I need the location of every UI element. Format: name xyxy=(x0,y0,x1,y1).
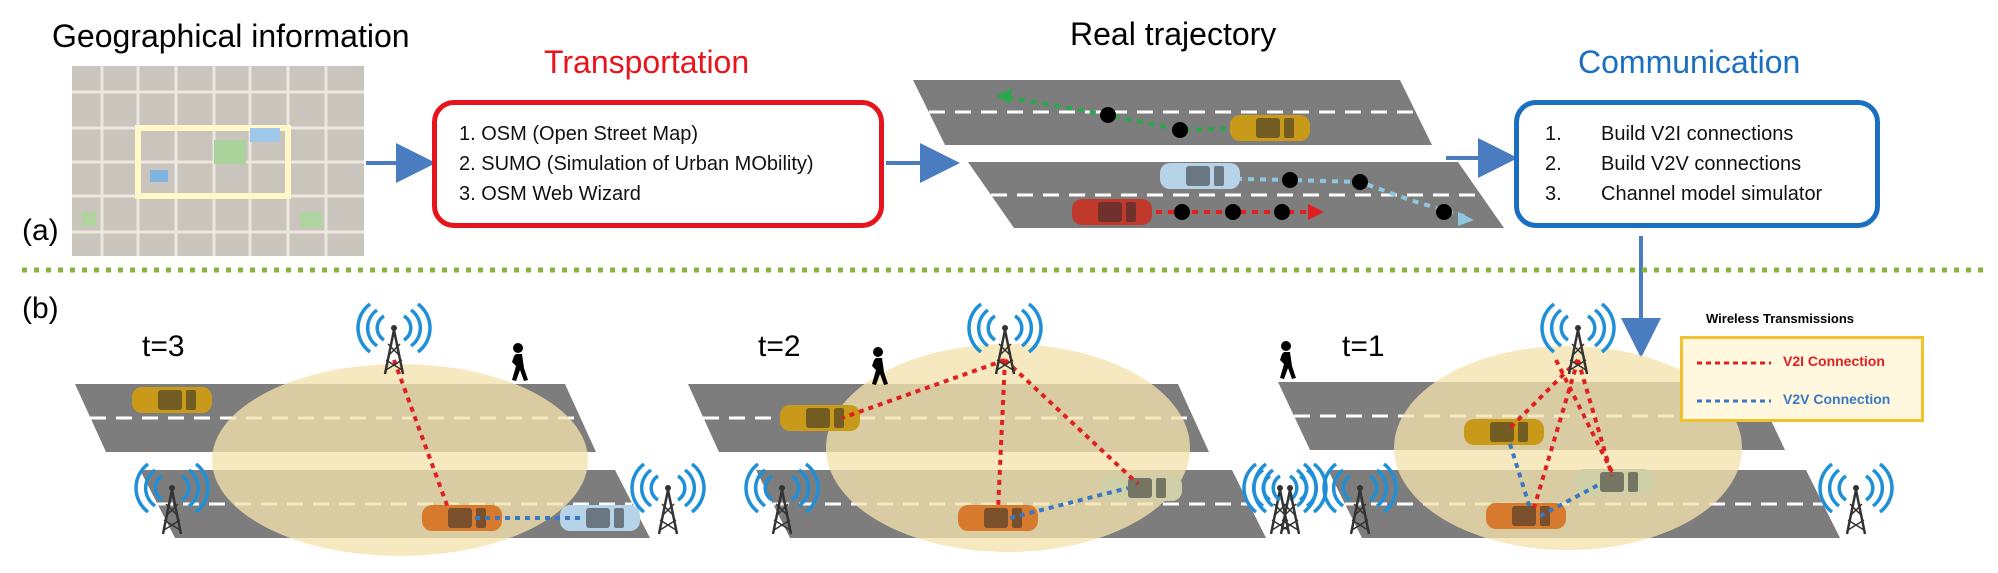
car-red xyxy=(1072,199,1152,225)
trajectory-point xyxy=(1282,172,1298,188)
trajectory-point xyxy=(1100,107,1116,123)
time-label-t2: t=2 xyxy=(758,330,801,363)
legend-v2i-label: V2I Connection xyxy=(1783,353,1885,369)
trajectory-road-top xyxy=(913,80,1432,145)
trajectory-point xyxy=(1352,174,1368,190)
transportation-item: 3. OSM Web Wizard xyxy=(459,183,641,205)
communication-item-text: Channel model simulator xyxy=(1601,183,1823,205)
communication-title: Communication xyxy=(1578,44,1801,80)
scene-t1 xyxy=(1252,302,1894,550)
transportation-item: 1. OSM (Open Street Map) xyxy=(459,123,698,145)
transportation-title: Transportation xyxy=(544,44,750,80)
geo-title: Geographical information xyxy=(52,18,410,54)
trajectory-light-blue-arrowhead xyxy=(1458,212,1474,226)
trajectory-point xyxy=(1225,204,1241,220)
trajectory-point xyxy=(1274,204,1290,220)
time-label-t3: t=3 xyxy=(142,330,185,363)
scene-t3 xyxy=(75,302,706,556)
time-label-t1: t=1 xyxy=(1342,330,1385,363)
communication-box: 1. Build V2I connections 2. Build V2V conn… xyxy=(1514,100,1880,228)
legend-box: V2I Connection V2V Connection xyxy=(1680,336,1924,422)
communication-item-number: 3. xyxy=(1545,183,1562,205)
communication-item: 3. Channel model simulator xyxy=(1545,179,1875,209)
communication-item: 1. Build V2I connections xyxy=(1545,119,1875,149)
communication-item-text: Build V2I connections xyxy=(1601,123,1794,145)
legend-swatches xyxy=(1697,361,1771,403)
panel-b-label: (b) xyxy=(22,292,59,325)
legend-title-text: Wireless Transmissions xyxy=(1706,311,1855,326)
trajectory-point xyxy=(1174,204,1190,220)
transportation-box: 1. OSM (Open Street Map) 2. SUMO (Simula… xyxy=(432,100,884,228)
trajectory-title: Real trajectory xyxy=(1070,16,1277,52)
transportation-item: 2. SUMO (Simulation of Urban MObility) xyxy=(459,153,814,175)
car-light-blue xyxy=(1160,163,1240,189)
communication-item: 2. Build V2V connections xyxy=(1545,149,1875,179)
geo-map-thumbnail xyxy=(72,66,364,256)
communication-item-number: 1. xyxy=(1545,123,1562,145)
legend-v2v-label: V2V Connection xyxy=(1783,391,1891,407)
trajectory-point xyxy=(1436,204,1452,220)
trajectory-point xyxy=(1172,122,1188,138)
car-yellow xyxy=(1230,115,1310,141)
panel-a-label: (a) xyxy=(22,214,59,247)
scene-t2 xyxy=(688,302,1318,552)
communication-item-number: 2. xyxy=(1545,153,1562,175)
communication-item-text: Build V2V connections xyxy=(1601,153,1802,175)
trajectory-red-arrowhead xyxy=(1308,204,1324,220)
trajectory-green-arrowhead xyxy=(996,88,1012,104)
